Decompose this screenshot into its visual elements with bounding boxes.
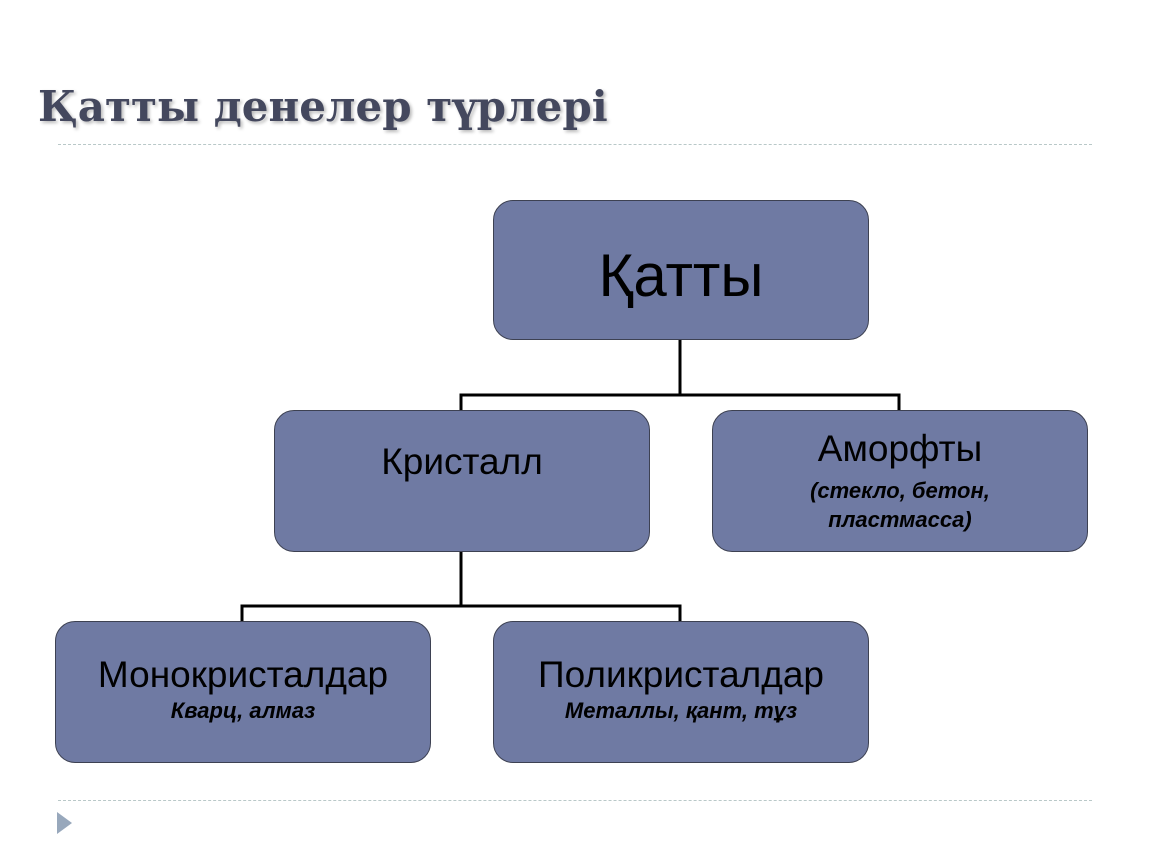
node-amorphous-label: Аморфты: [817, 428, 983, 469]
bottom-divider: [58, 800, 1092, 801]
node-crystalline: Кристалл: [274, 410, 650, 552]
connector-crystal-children: [240, 604, 682, 621]
node-solids: Қатты: [493, 200, 869, 340]
node-amorphous: Аморфты (стекло, бетон, пластмасса): [712, 410, 1088, 552]
node-amorphous-examples: (стекло, бетон, пластмасса): [810, 478, 990, 532]
slide-title: Қатты денелер түрлері: [38, 82, 608, 131]
node-monocrystals: Монокристалдар Кварц, алмаз: [55, 621, 431, 763]
connector-root-children: [459, 393, 901, 410]
top-divider: [58, 144, 1092, 145]
next-slide-arrow-icon[interactable]: [57, 812, 72, 834]
node-crystalline-label: Кристалл: [381, 441, 543, 482]
node-polycrystals: Поликристалдар Металлы, қант, тұз: [493, 621, 869, 763]
node-polycrystals-examples: Металлы, қант, тұз: [564, 698, 798, 723]
node-monocrystals-examples: Кварц, алмаз: [170, 698, 316, 723]
node-polycrystals-label: Поликристалдар: [538, 654, 824, 695]
node-monocrystals-label: Монокристалдар: [97, 654, 389, 695]
node-solids-label: Қатты: [598, 242, 764, 309]
